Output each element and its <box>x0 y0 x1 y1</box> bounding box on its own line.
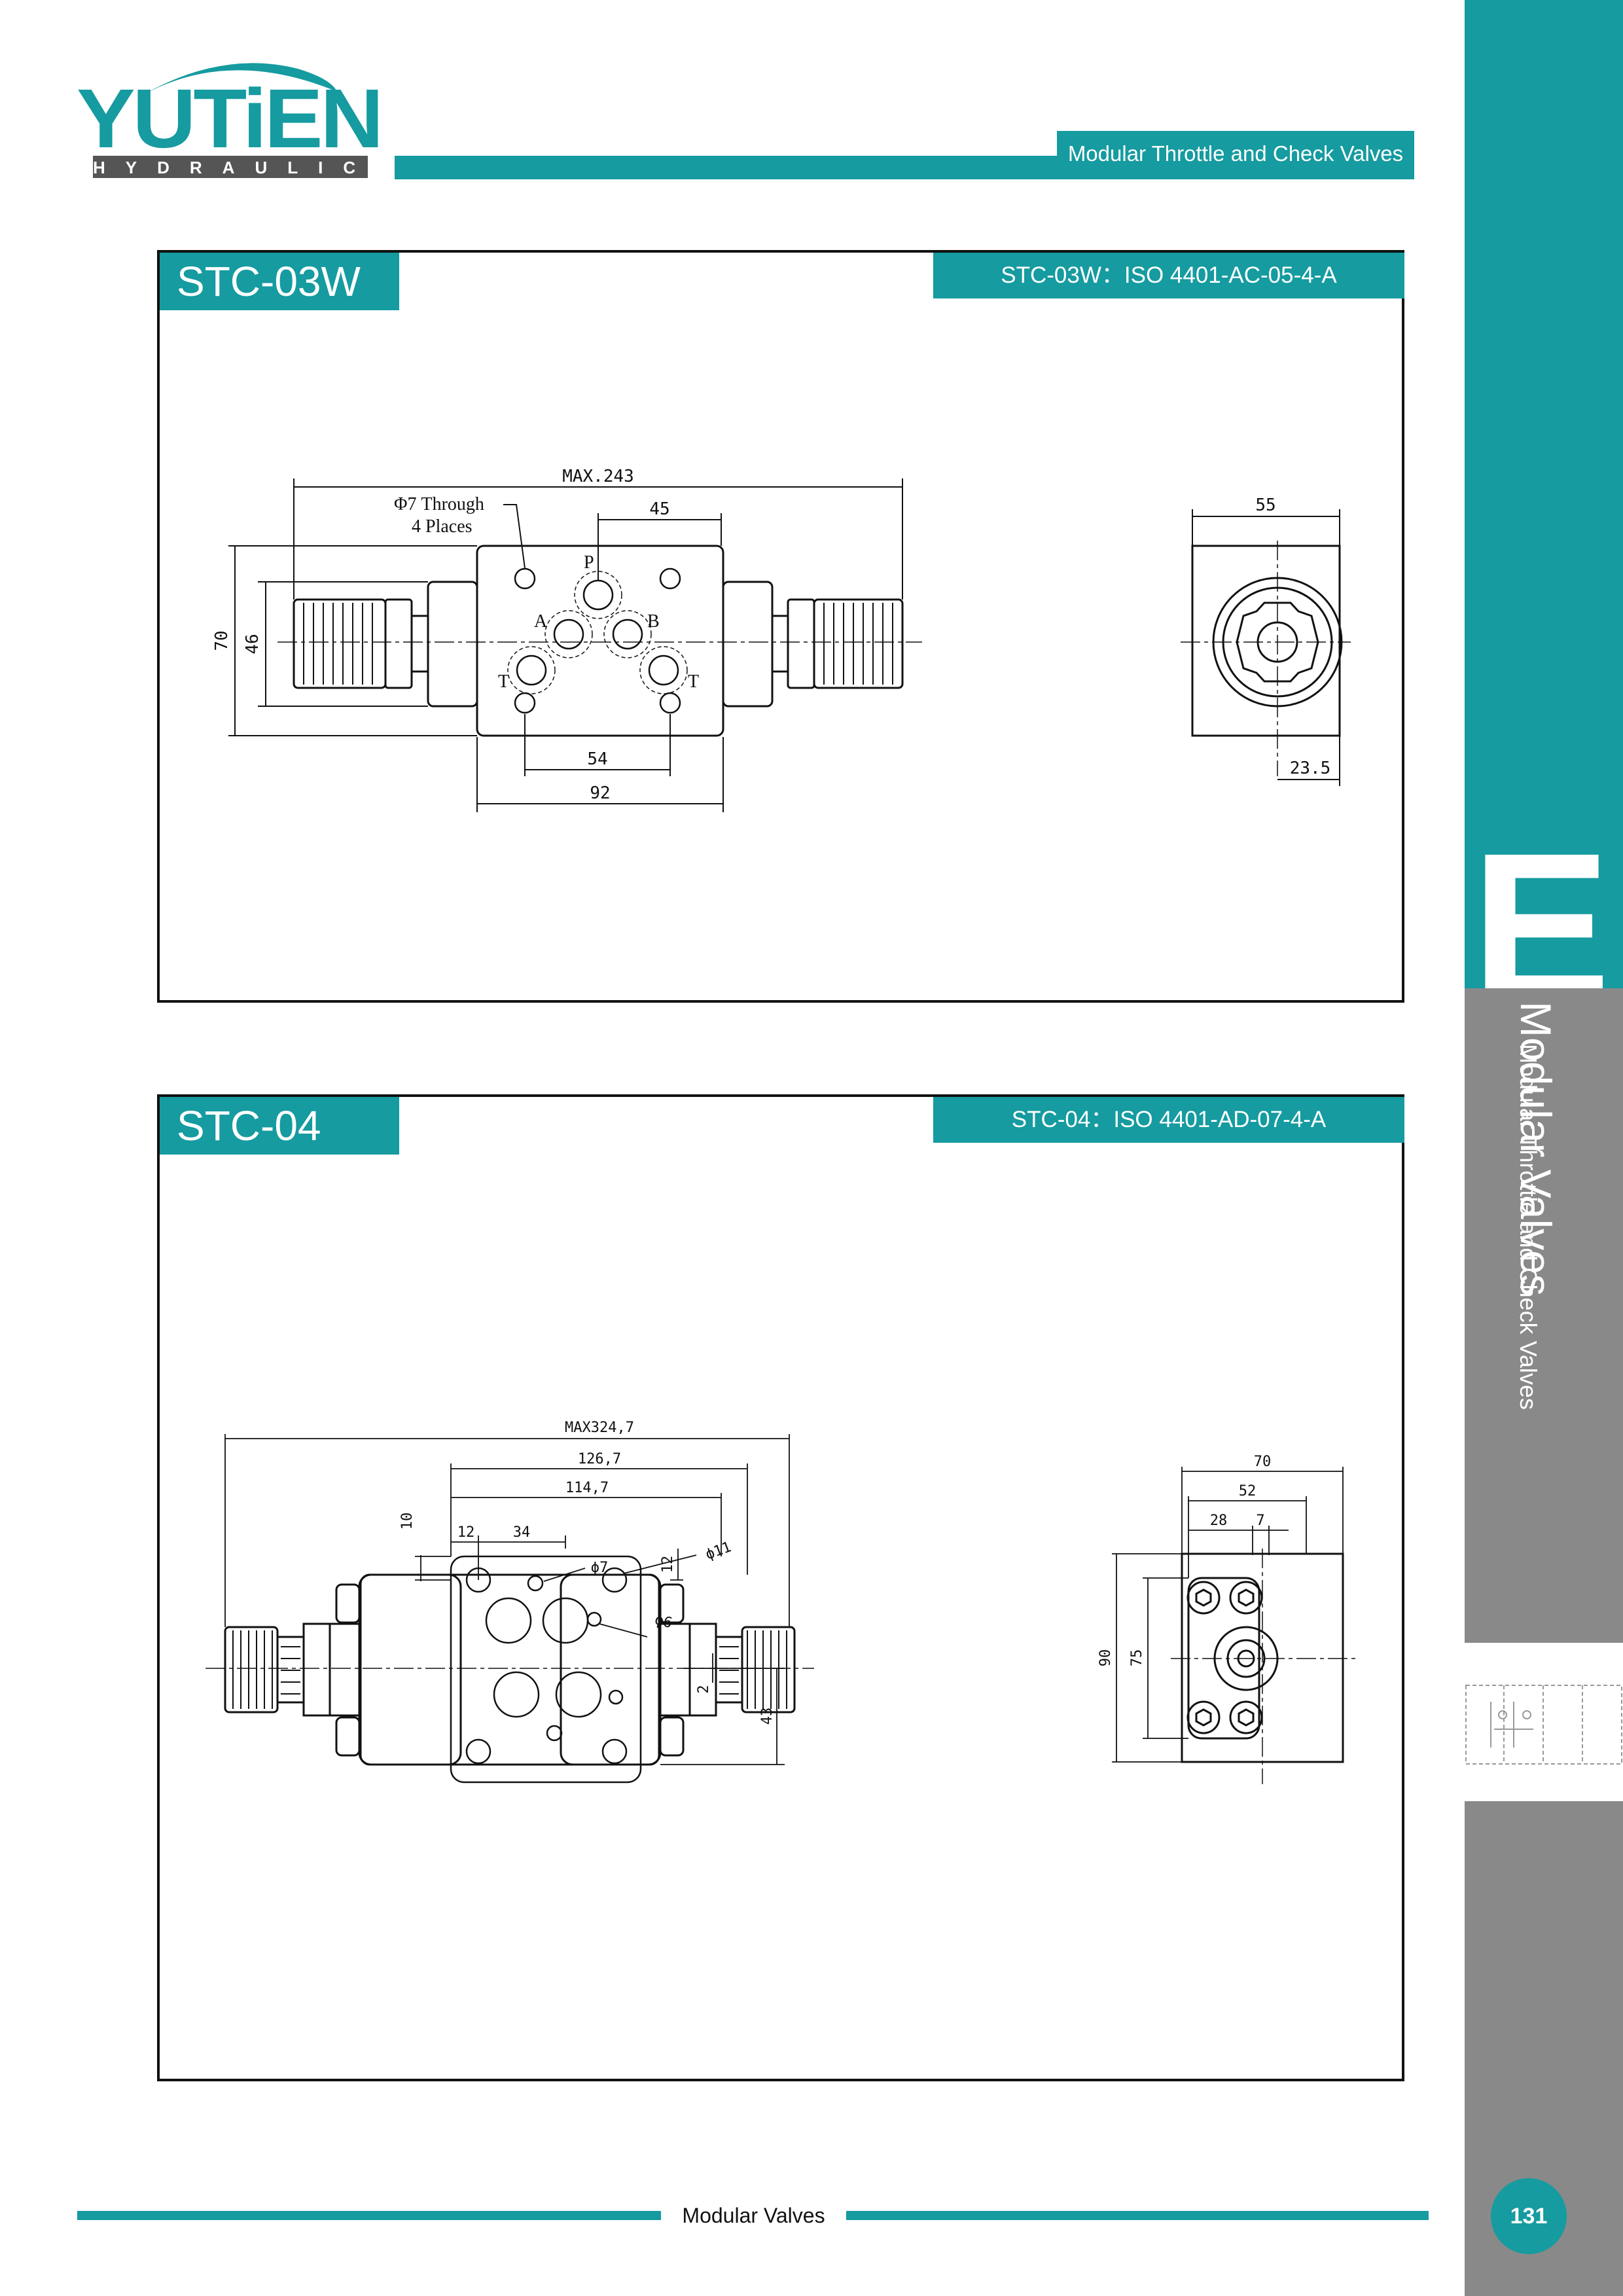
brand-logo: YUTiEN HYDRAULIC <box>75 52 383 183</box>
dim-43: 43 <box>759 1708 776 1725</box>
footer-rule-left <box>77 2211 661 2220</box>
sidebar-subcategory: Modular Throttle and Check Valves <box>1515 1044 1542 1410</box>
dim-phi11: ϕ11 <box>704 1539 734 1563</box>
dim-12-top: 12 <box>457 1524 475 1541</box>
port-a: A <box>534 611 548 632</box>
stc-04-drawing: MAX324,7 126,7 114,7 10 12 34 12 ϕ7 ϕ11 … <box>205 1420 1357 1784</box>
sidebar-symbol <box>1465 1676 1623 1774</box>
logo-subtitle-bar <box>93 156 368 178</box>
dim-2: 2 <box>696 1685 712 1693</box>
port-t-right: T <box>688 672 699 692</box>
dim-114-7: 114,7 <box>565 1480 609 1496</box>
panel-stc-04: STC-04 STC-04：ISO 4401-AD-07-4-A <box>157 1094 1404 2081</box>
dim-phi7: ϕ7 <box>591 1560 609 1576</box>
dim-46: 46 <box>243 634 262 654</box>
dim-52: 52 <box>1239 1483 1257 1499</box>
footer-label: Modular Valves <box>682 2204 825 2227</box>
panel-model-title: STC-03W <box>160 253 399 310</box>
panel-stc-03w: STC-03W STC-03W：ISO 4401-AC-05-4-A <box>157 250 1404 1003</box>
port-t-left: T <box>498 672 509 692</box>
stc-03w-drawing: MAX.243 45 54 92 70 46 Φ7 Through 4 Plac… <box>212 467 1351 812</box>
port-p: P <box>584 552 594 573</box>
panel-standard-label: STC-03W：ISO 4401-AC-05-4-A <box>933 253 1404 298</box>
dim-90: 90 <box>1097 1649 1114 1667</box>
dim-45: 45 <box>649 499 669 519</box>
dim-34: 34 <box>513 1524 531 1541</box>
dim-phi6: ϕ6 <box>653 1611 674 1632</box>
panel-standard-label: STC-04：ISO 4401-AD-07-4-A <box>933 1097 1404 1143</box>
dim-70: 70 <box>1254 1454 1272 1470</box>
dim-54: 54 <box>587 749 607 769</box>
dim-70: 70 <box>212 630 232 651</box>
valve-symbol-icon <box>1465 1685 1622 1765</box>
port-b: B <box>647 611 660 632</box>
dim-92: 92 <box>590 783 610 803</box>
logo-swoosh-icon <box>137 63 337 98</box>
panel-model-title: STC-04 <box>160 1097 399 1155</box>
page-number-badge <box>1491 2178 1567 2254</box>
dim-10: 10 <box>399 1513 416 1530</box>
note-through: Φ7 Through <box>394 494 484 514</box>
footer-rule-right <box>846 2211 1429 2220</box>
dim-12-right: 12 <box>660 1556 676 1573</box>
dim-75: 75 <box>1129 1649 1145 1667</box>
dim-7: 7 <box>1256 1513 1264 1529</box>
dim-126-7: 126,7 <box>578 1451 621 1467</box>
dim-23-5: 23.5 <box>1290 759 1331 778</box>
dim-28: 28 <box>1210 1513 1228 1529</box>
dim-max-324-7: MAX324,7 <box>565 1420 634 1436</box>
dim-max-243: MAX.243 <box>562 467 634 486</box>
header-section-title: Modular Throttle and Check Valves <box>1057 131 1414 177</box>
sidebar-teal-block <box>1465 0 1623 988</box>
dim-55: 55 <box>1255 495 1275 515</box>
note-places: 4 Places <box>412 516 473 537</box>
sidebar-grey-block <box>1465 988 1623 1643</box>
logo-subtitle: HYDRAULIC <box>93 158 376 177</box>
page-number: 131 <box>1510 2204 1548 2229</box>
logo-wordmark: YUTiEN <box>77 72 383 166</box>
